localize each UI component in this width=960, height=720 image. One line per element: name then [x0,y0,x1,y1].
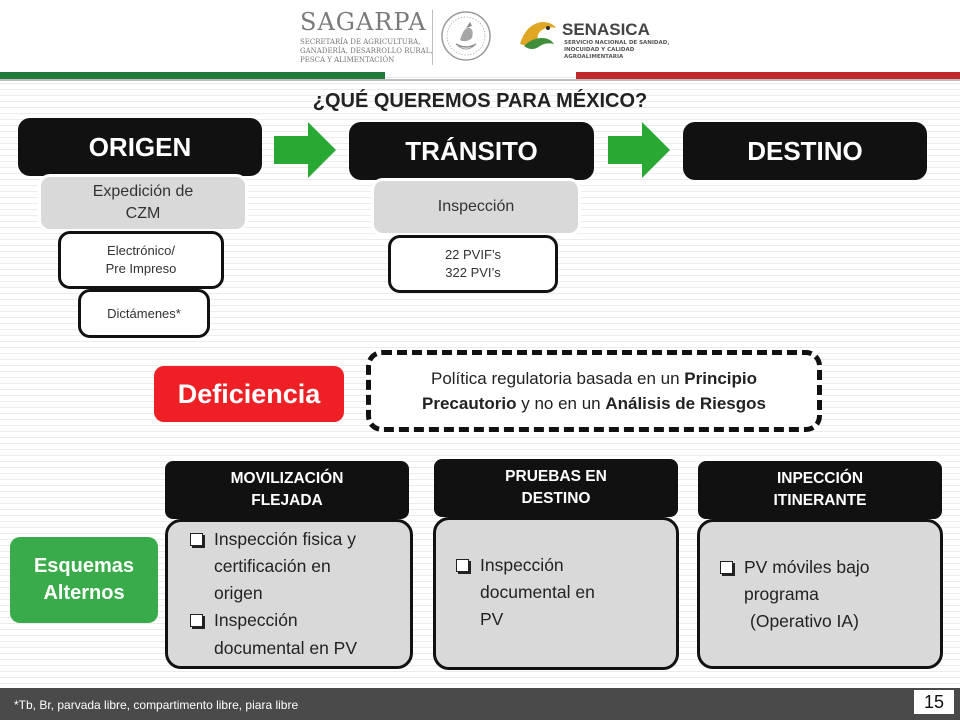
scheme-head-line: ITINERANTE [773,492,867,509]
expedicion-czm-box: Expedición de CZM [38,174,248,232]
electronico-line: Electrónico/ [107,242,175,258]
header: SAGARPA SECRETARÍA DE AGRICULTURA, GANAD… [0,0,960,72]
bullet-text: origen [214,583,263,604]
bullet-text: programa [744,584,819,605]
bullet-text: PV [480,609,504,630]
bullet-item: Inspección documental en PV [188,607,394,661]
bullet-line: PV [480,606,658,633]
policy-bold-text: Principio [684,368,758,388]
bullet-text: Inspección [214,610,298,631]
flag-stripe-green [0,72,385,79]
bullet-line: Inspección [214,607,394,634]
bullet-text: documental en PV [214,637,358,658]
senasica-emblem-icon [520,22,556,49]
electronico-line: Pre Impreso [105,261,177,276]
sagarpa-subtitle-line: PESCA Y ALIMENTACIÓN [300,56,395,64]
dictamenes-box: Dictámenes* [78,289,210,338]
scheme-head-line: FLEJADA [251,492,323,509]
pvi-count: 322 PVI’s [445,265,501,280]
scheme-head-line: INPECCIÓN [776,469,864,487]
senasica-subtitle-line: AGROALIMENTARIA [564,54,624,60]
policy-line-1: Política regulatoria basada en un Princi… [431,366,757,392]
esquemas-line: Alternos [43,582,125,604]
senasica-subtitle: SERVICIO NACIONAL DE SANIDAD, INOCUIDAD … [564,40,669,61]
sagarpa-logo: SAGARPA SECRETARÍA DE AGRICULTURA, GANAD… [300,8,433,68]
stage-origen: ORIGEN [18,118,262,176]
stage-transito: TRÁNSITO [349,122,594,180]
scheme-head-line: MOVILIZACIÓN [230,469,344,487]
policy-text: Política regulatoria basada en un [430,368,685,388]
bullet-line: programa [744,581,922,608]
bullet-text: documental en [480,582,595,603]
arrow-right-icon [608,122,670,178]
policy-statement: Política regulatoria basada en un Princi… [366,350,822,432]
checkbox-bullet-icon [190,614,203,628]
puntos-verificacion-box: 22 PVIF’s 322 PVI’s [388,235,558,293]
footnote: *Tb, Br, parvada libre, compartimento li… [14,698,299,712]
page-title: ¿QUÉ QUEREMOS PARA MÉXICO? [312,90,648,112]
flag-stripe-red [576,72,960,79]
bullet-line: documental en [480,579,658,606]
sagarpa-subtitle-line: SECRETARÍA DE AGRICULTURA, [300,38,421,46]
bullet-line: Inspección [480,552,658,579]
policy-text: y no en un [516,394,606,413]
bullet-line: certificación en [214,553,394,580]
checkbox-bullet-icon [720,561,733,574]
header-rule [0,79,960,81]
bullet-text: Inspección fisica y [214,529,357,549]
scheme-head-pruebas: PRUEBAS EN DESTINO [434,459,678,517]
page-number: 15 [914,690,954,714]
scheme-head-movilizacion: MOVILIZACIÓN FLEJADA [165,461,409,519]
bullet-item: PV móviles bajo programa (Operativo IA) [718,554,922,635]
checkbox-bullet-icon [190,533,203,546]
senasica-logo: SENASICA SERVICIO NACIONAL DE SANIDAD, I… [516,12,669,62]
stage-destino: DESTINO [683,122,927,180]
bullet-text: (Operativo IA) [750,611,859,632]
scheme-body-pruebas: Inspección documental en PV [433,517,679,670]
arrow-right-icon [274,122,336,178]
footer-bar [0,688,960,720]
scheme-head-line: DESTINO [521,490,591,507]
policy-line-2: Precautorio y no en un Análisis de Riesg… [422,391,766,417]
senasica-subtitle-line: SERVICIO NACIONAL DE SANIDAD, [564,40,670,46]
policy-bold-text: Análisis de Riesgos [605,394,766,413]
bullet-item: Inspección documental en PV [454,552,658,633]
bullet-line: origen [214,580,394,607]
expedicion-line: Expedición de [92,182,194,200]
mexico-seal-icon [441,11,491,61]
deficiencia-badge: Deficiencia [154,366,344,422]
bullet-line: PV móviles bajo [744,554,922,581]
esquemas-line: Esquemas [33,555,135,577]
electronico-box: Electrónico/ Pre Impreso [58,231,224,289]
header-divider [432,10,433,65]
scheme-body-itinerante: PV móviles bajo programa (Operativo IA) [697,519,943,669]
sagarpa-subtitle: SECRETARÍA DE AGRICULTURA, GANADERÍA, DE… [300,38,433,65]
policy-bold-text: Precautorio [422,394,517,413]
bullet-text: Inspección [480,555,564,575]
bullet-item: Inspección fisica y certificación en ori… [188,526,394,607]
expedicion-line: CZM [125,205,161,222]
bullet-text: certificación en [214,556,331,577]
pvif-count: 22 PVIF’s [444,246,502,262]
scheme-body-movilizacion: Inspección fisica y certificación en ori… [165,519,413,669]
scheme-head-line: PRUEBAS EN [505,467,607,485]
scheme-head-itinerante: INPECCIÓN ITINERANTE [698,461,942,519]
inspeccion-box: Inspección [371,178,581,236]
senasica-subtitle-line: INOCUIDAD Y CALIDAD [564,47,635,53]
esquemas-alternos-badge: Esquemas Alternos [10,537,158,623]
sagarpa-name: SAGARPA [300,8,427,36]
bullet-line: (Operativo IA) [744,608,922,635]
checkbox-bullet-icon [456,559,469,572]
bullet-line: Inspección fisica y [214,526,394,553]
senasica-name: SENASICA [562,20,650,39]
sagarpa-subtitle-line: GANADERÍA, DESARROLLO RURAL, [300,47,433,55]
bullet-line: documental en PV [214,635,394,662]
bullet-text: PV móviles bajo [744,557,870,577]
